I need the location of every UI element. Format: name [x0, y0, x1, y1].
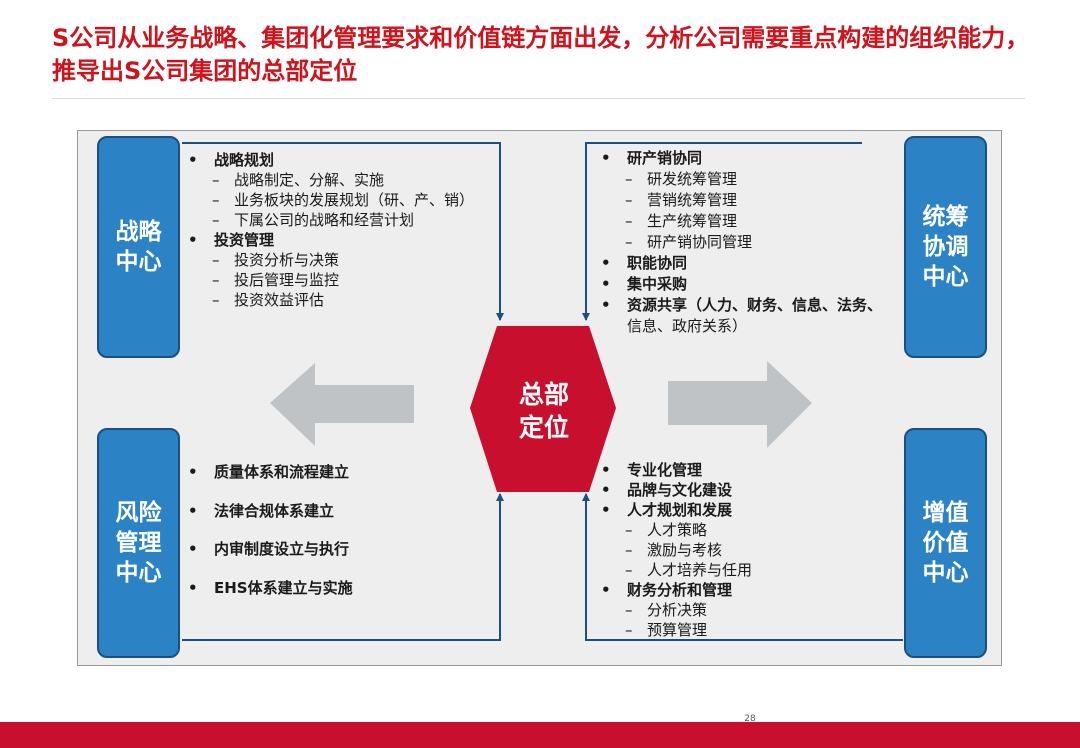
value-list-item: 分析决策 — [595, 600, 752, 620]
value-list-item: 专业化管理 — [595, 460, 752, 480]
strategy-list-item: 业务板块的发展规划（研、产、销） — [182, 190, 474, 210]
right-block-arrow — [668, 361, 812, 448]
strategy-center-line1: 战略 — [115, 219, 162, 245]
footer-band — [0, 722, 1080, 748]
coordination-list-item: 集中采购 — [595, 274, 882, 295]
value-list: 专业化管理品牌与文化建设人才规划和发展人才策略激励与考核人才培养与任用财务分析和… — [595, 460, 752, 640]
center-hexagon — [470, 326, 616, 492]
coordination-center-line3: 中心 — [922, 264, 969, 290]
value-list-item: 人才培养与任用 — [595, 560, 752, 580]
strategy-list: 战略规划战略制定、分解、实施业务板块的发展规划（研、产、销）下属公司的战略和经营… — [182, 150, 474, 310]
center-label-line2: 定位 — [518, 413, 569, 442]
coordination-list-item: 资源共享（人力、财务、信息、法务、 — [595, 295, 882, 316]
strategy-list-item: 投资效益评估 — [182, 290, 474, 310]
coordination-list-item: 信息、政府关系） — [627, 317, 748, 335]
strategy-center-line2: 中心 — [115, 249, 162, 275]
value-center-box: 增值 价值 中心 — [904, 428, 987, 658]
risk-center-line1: 风险 — [115, 500, 162, 526]
coordination-list-item: 研发统筹管理 — [595, 169, 882, 190]
title-divider — [52, 98, 1025, 99]
risk-list-item: 质量体系和流程建立 — [182, 453, 353, 492]
strategy-list-item: 投后管理与监控 — [182, 270, 474, 290]
value-list-item: 人才策略 — [595, 520, 752, 540]
value-list-item: 预算管理 — [595, 620, 752, 640]
value-center-line2: 价值 — [922, 530, 969, 556]
slide-title: S公司从业务战略、集团化管理要求和价值链方面出发，分析公司需要重点构建的组织能力… — [52, 24, 1030, 85]
center-label-line1: 总部 — [518, 380, 569, 409]
strategy-list-item: 投资管理 — [182, 230, 474, 250]
center-label: 总部 定位 — [490, 378, 598, 444]
risk-list: 质量体系和流程建立法律合规体系建立内审制度设立与执行EHS体系建立与实施 — [182, 453, 353, 607]
connector-top-left — [182, 142, 504, 321]
risk-center-box: 风险 管理 中心 — [97, 428, 180, 658]
strategy-list-item: 下属公司的战略和经营计划 — [182, 210, 474, 230]
value-list-item: 品牌与文化建设 — [595, 480, 752, 500]
coordination-list-item: 生产统筹管理 — [595, 211, 882, 232]
risk-center-line3: 中心 — [115, 560, 162, 586]
risk-list-item: EHS体系建立与实施 — [182, 569, 353, 608]
coordination-center-line1: 统筹 — [922, 204, 969, 230]
risk-list-item: 内审制度设立与执行 — [182, 530, 353, 569]
coordination-list-item: 职能协同 — [595, 253, 882, 274]
coordination-list-item: 研产销协同管理 — [595, 232, 882, 253]
connector-top-right — [582, 142, 862, 321]
value-list-item: 激励与考核 — [595, 540, 752, 560]
left-block-arrow — [270, 363, 414, 446]
risk-center-line2: 管理 — [115, 530, 162, 556]
coordination-list-item: 研产销协同 — [595, 148, 882, 169]
connector-bottom-left — [182, 493, 504, 641]
strategy-center-box: 战略 中心 — [97, 136, 180, 358]
value-list-item: 人才规划和发展 — [595, 500, 752, 520]
coordination-center-line2: 协调 — [922, 234, 969, 260]
strategy-list-item: 战略制定、分解、实施 — [182, 170, 474, 190]
coordination-list: 研产销协同研发统筹管理营销统筹管理生产统筹管理研产销协同管理职能协同集中采购资源… — [595, 148, 882, 337]
page-number: 28 — [744, 714, 756, 724]
value-center-line1: 增值 — [922, 500, 969, 526]
connector-bottom-right — [582, 493, 903, 641]
value-list-item: 财务分析和管理 — [595, 580, 752, 600]
strategy-list-item: 投资分析与决策 — [182, 250, 474, 270]
strategy-list-item: 战略规划 — [182, 150, 474, 170]
coordination-center-box: 统筹 协调 中心 — [904, 136, 987, 358]
risk-list-item: 法律合规体系建立 — [182, 492, 353, 531]
coordination-list-item: 营销统筹管理 — [595, 190, 882, 211]
value-center-line3: 中心 — [922, 560, 969, 586]
